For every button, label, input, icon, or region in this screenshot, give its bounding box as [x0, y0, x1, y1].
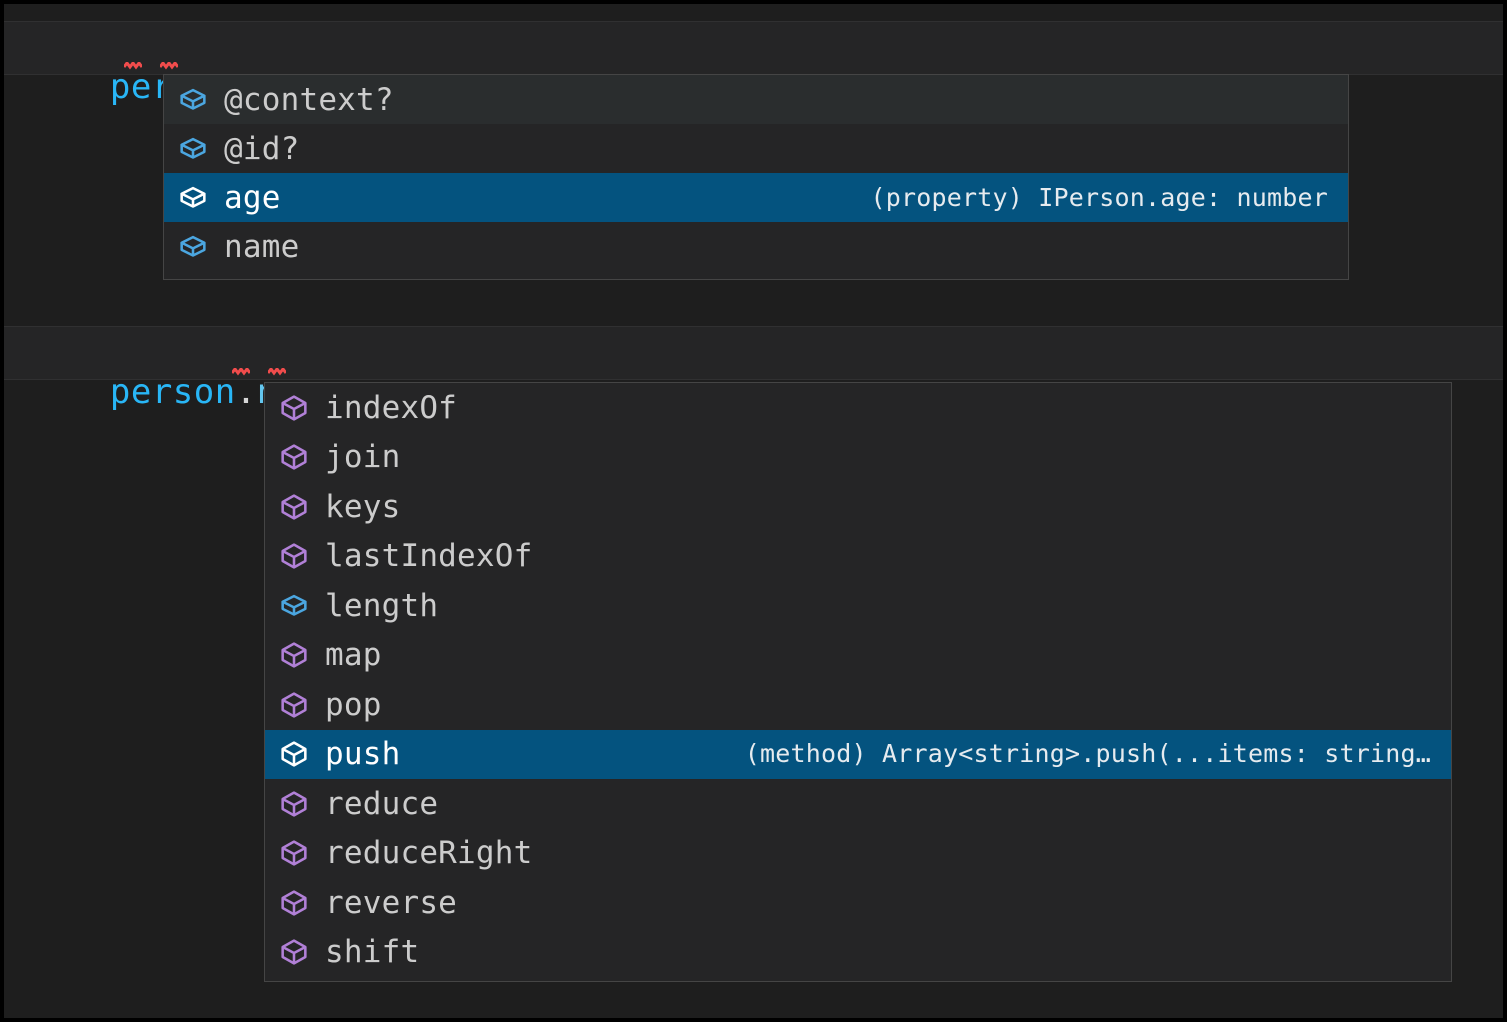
suggestion-label: reduceRight	[325, 835, 533, 872]
method-cube-icon	[281, 543, 307, 569]
suggestion-label: length	[325, 587, 439, 624]
suggestion-label: indexOf	[325, 389, 458, 426]
property-cube-icon	[180, 235, 206, 257]
property-cube-icon	[281, 594, 307, 616]
property-cube-icon	[180, 137, 206, 159]
editor-viewport: person.; person.name.; @context?	[4, 4, 1503, 1018]
method-cube-icon	[281, 395, 307, 421]
suggestion-item-reduce[interactable]: reduce	[265, 779, 1451, 829]
method-cube-icon	[281, 840, 307, 866]
method-cube-icon	[281, 741, 307, 767]
property-cube-icon	[180, 186, 206, 208]
suggestion-item-id[interactable]: @id?	[164, 124, 1348, 173]
suggestion-label: join	[325, 439, 401, 476]
property-cube-icon	[180, 88, 206, 110]
suggestion-label: shift	[325, 934, 420, 971]
suggestion-label: reverse	[325, 884, 458, 921]
suggestion-detail: (method) Array<string>.push(...items: st…	[744, 740, 1431, 769]
method-cube-icon	[281, 890, 307, 916]
suggestion-label: pop	[325, 686, 382, 723]
suggestion-panel-name[interactable]: indexOf join keys lastIndexOf	[264, 382, 1452, 982]
suggestion-item-push[interactable]: push (method) Array<string>.push(...item…	[265, 729, 1451, 779]
suggestion-label: lastIndexOf	[325, 538, 533, 575]
suggestion-label: push	[325, 736, 401, 773]
method-cube-icon	[281, 692, 307, 718]
suggestion-item-reduceright[interactable]: reduceRight	[265, 829, 1451, 879]
suggestion-item-shift[interactable]: shift	[265, 928, 1451, 978]
suggestion-label: keys	[325, 488, 401, 525]
suggestion-label: @context?	[224, 81, 394, 118]
editor-rule-2-top	[4, 326, 1503, 327]
suggestion-panel-person[interactable]: @context? @id? age (property) IPerson.ag…	[163, 74, 1349, 280]
editor-rule-top	[4, 21, 1503, 22]
suggestion-item-indexof[interactable]: indexOf	[265, 383, 1451, 433]
editor-line-background-1	[4, 22, 1503, 74]
suggestion-label: age	[224, 179, 281, 216]
error-squiggle-icon	[124, 62, 142, 70]
suggestion-item-length[interactable]: length	[265, 581, 1451, 631]
suggestion-item-map[interactable]: map	[265, 631, 1451, 681]
method-cube-icon	[281, 791, 307, 817]
suggestion-item-reverse[interactable]: reverse	[265, 878, 1451, 928]
code-token-dot: .	[235, 372, 257, 412]
suggestion-item-pop[interactable]: pop	[265, 680, 1451, 730]
error-squiggle-icon	[268, 368, 286, 376]
suggestion-item-lastindexof[interactable]: lastIndexOf	[265, 532, 1451, 582]
suggestion-item-age[interactable]: age (property) IPerson.age: number	[164, 173, 1348, 222]
method-cube-icon	[281, 642, 307, 668]
method-cube-icon	[281, 444, 307, 470]
suggestion-label: name	[224, 228, 300, 265]
suggestion-item-name[interactable]: name	[164, 222, 1348, 271]
error-squiggle-icon	[160, 62, 178, 70]
suggestion-item-context[interactable]: @context?	[164, 75, 1348, 124]
suggestion-item-keys[interactable]: keys	[265, 482, 1451, 532]
suggestion-label: @id?	[224, 130, 300, 167]
method-cube-icon	[281, 494, 307, 520]
editor-line-background-2	[4, 327, 1503, 379]
code-token-identifier: person	[109, 372, 236, 412]
method-cube-icon	[281, 939, 307, 965]
suggestion-detail: (property) IPerson.age: number	[870, 183, 1328, 212]
editor-rule-2	[4, 379, 1503, 380]
suggestion-item-join[interactable]: join	[265, 433, 1451, 483]
error-squiggle-icon	[232, 368, 250, 376]
suggestion-label: map	[325, 637, 382, 674]
suggestion-label: reduce	[325, 785, 439, 822]
